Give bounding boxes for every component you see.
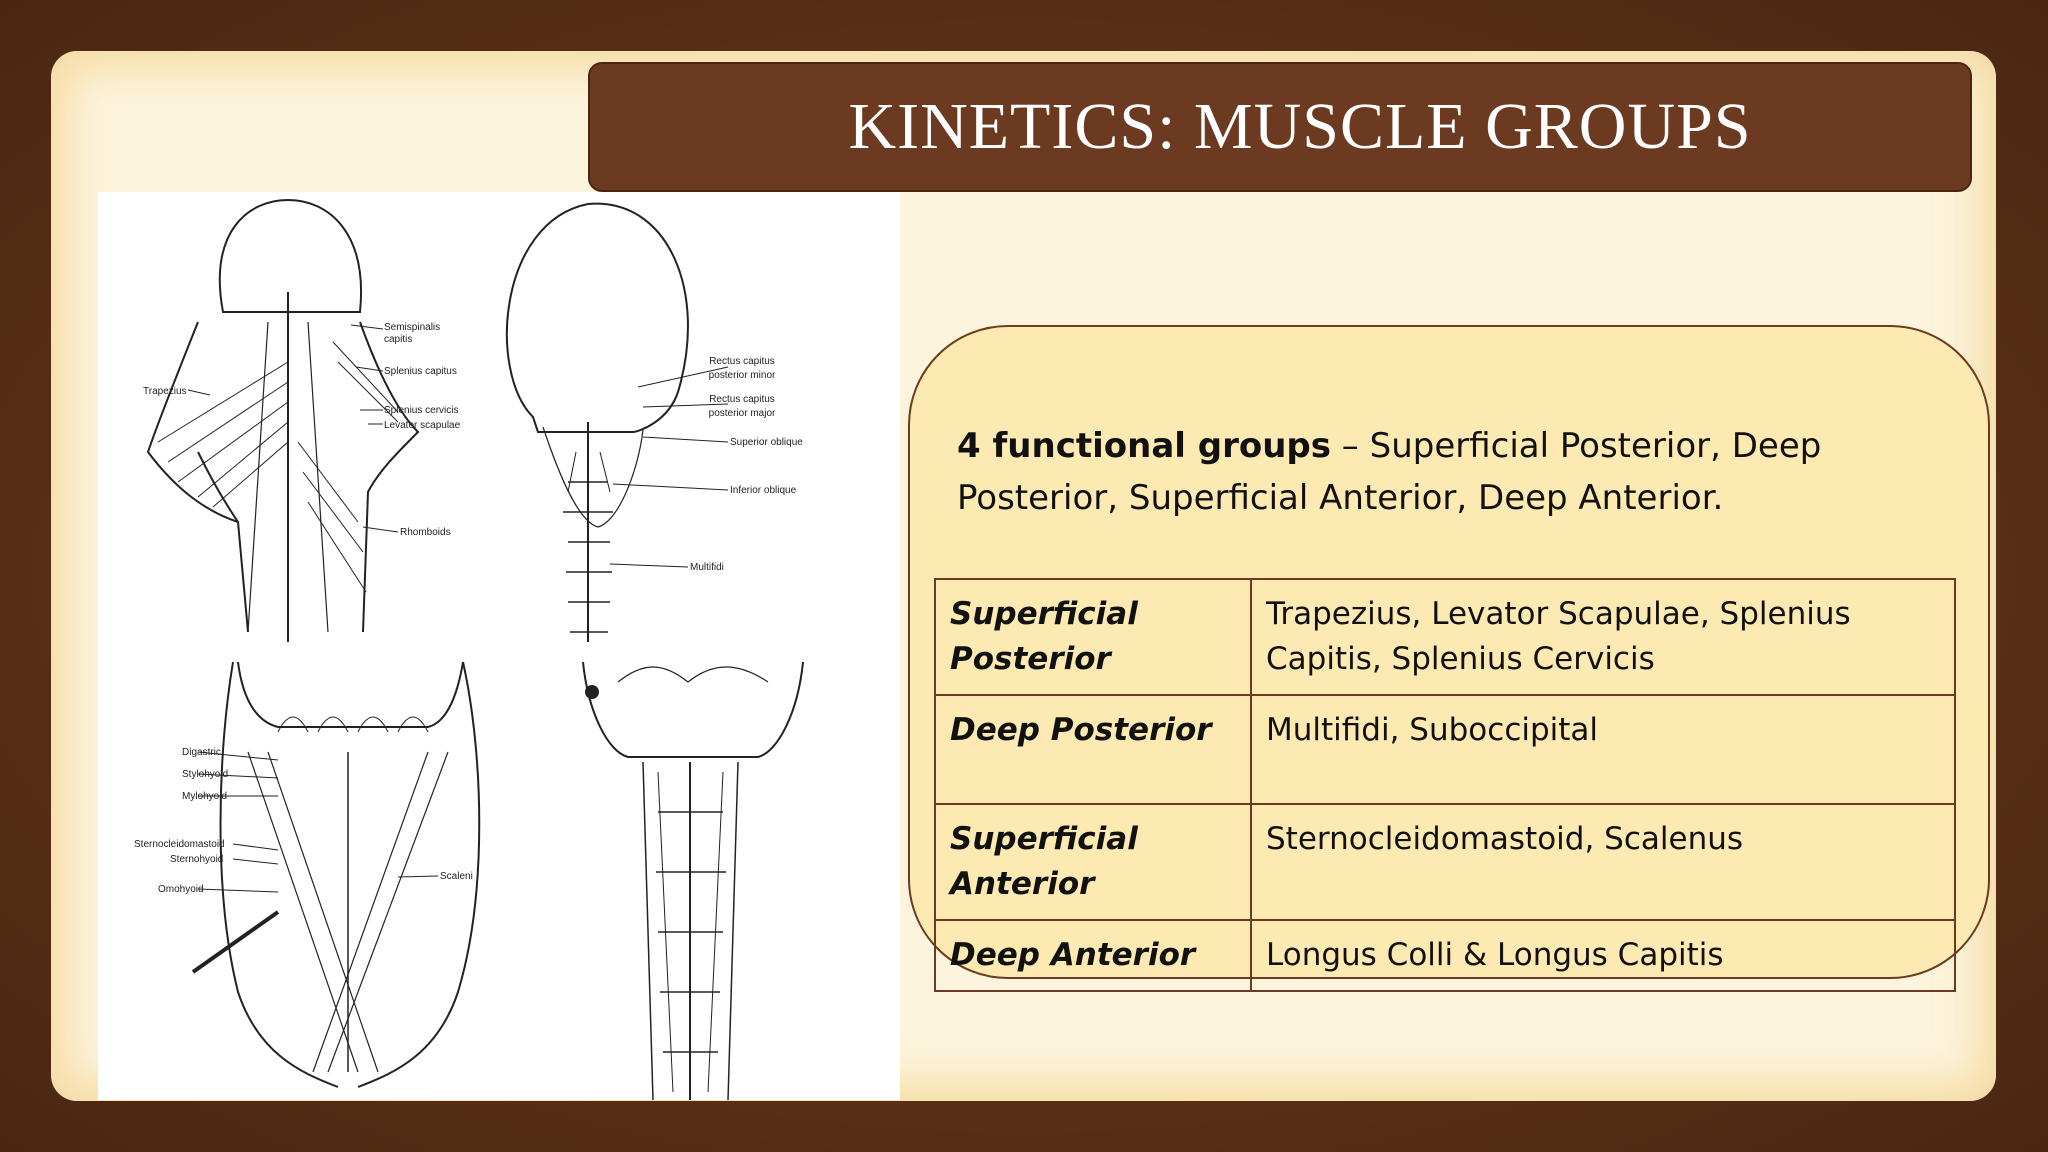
group-name: Superficial Posterior	[934, 578, 1252, 696]
label-splenius-cervicis: Splenius cervicis	[384, 405, 458, 416]
table-row: Superficial Posterior Trapezius, Levator…	[934, 578, 1956, 696]
superficial-anterior-diagram	[191, 661, 481, 1088]
label-rectus-minor-2: posterior minor	[709, 370, 776, 381]
label-sternohyoid: Sternohyoid	[170, 854, 223, 865]
label-levator-scapulae: Levator scapulae	[384, 420, 461, 431]
label-rectus-major-1: Rectus capitus	[709, 394, 775, 405]
superficial-posterior-diagram	[146, 198, 420, 642]
slide-title: KINETICS: MUSCLE GROUPS	[848, 90, 1752, 163]
label-stylohyoid: Stylohyoid	[182, 769, 228, 780]
group-muscles: Trapezius, Levator Scapulae, Splenius Ca…	[1250, 578, 1956, 696]
label-superior-oblique: Superior oblique	[730, 437, 803, 448]
intro-text: 4 functional groups – Superficial Poster…	[957, 420, 1837, 524]
group-name: Deep Posterior	[934, 694, 1252, 805]
table-row: Superficial Anterior Sternocleidomastoid…	[934, 803, 1956, 921]
table-row: Deep Anterior Longus Colli & Longus Capi…	[934, 919, 1956, 992]
label-rectus-minor-1: Rectus capitus	[709, 356, 775, 367]
group-name: Superficial Anterior	[934, 803, 1252, 921]
label-rhomboids: Rhomboids	[400, 527, 451, 538]
label-inferior-oblique: Inferior oblique	[730, 485, 797, 496]
anatomy-illustration: Semispinalis capitis Splenius capitus Tr…	[98, 192, 900, 1100]
group-muscles: Multifidi, Suboccipital	[1250, 694, 1956, 805]
group-name: Deep Anterior	[934, 919, 1252, 992]
label-scaleni: Scaleni	[440, 871, 473, 882]
label-sternocleidomastoid: Sternocleidomastoid	[134, 839, 225, 850]
deep-anterior-diagram	[582, 661, 804, 1100]
intro-bold: 4 functional groups	[957, 426, 1331, 466]
label-splenius-capitis: Splenius capitus	[384, 366, 457, 377]
deep-posterior-diagram	[505, 202, 729, 642]
group-muscles: Sternocleidomastoid, Scalenus	[1250, 803, 1956, 921]
title-bar: KINETICS: MUSCLE GROUPS	[588, 62, 1972, 192]
table-row: Deep Posterior Multifidi, Suboccipital	[934, 694, 1956, 805]
label-digastric: Digastric	[182, 747, 221, 758]
neck-muscles-drawing: Semispinalis capitis Splenius capitus Tr…	[134, 198, 804, 1100]
label-rectus-major-2: posterior major	[709, 408, 776, 419]
muscle-groups-table: Superficial Posterior Trapezius, Levator…	[934, 578, 1956, 992]
label-omohyoid: Omohyoid	[158, 884, 204, 895]
label-multifidi: Multifidi	[690, 562, 724, 573]
label-mylohyoid: Mylohyoid	[182, 791, 227, 802]
group-muscles: Longus Colli & Longus Capitis	[1250, 919, 1956, 992]
label-capitis: capitis	[384, 334, 412, 345]
label-semispinalis: Semispinalis	[384, 322, 440, 333]
intro-rest: – Superficial Posterior, Deep Posterior,…	[957, 426, 1822, 518]
label-trapezius: Trapezius	[143, 386, 187, 397]
